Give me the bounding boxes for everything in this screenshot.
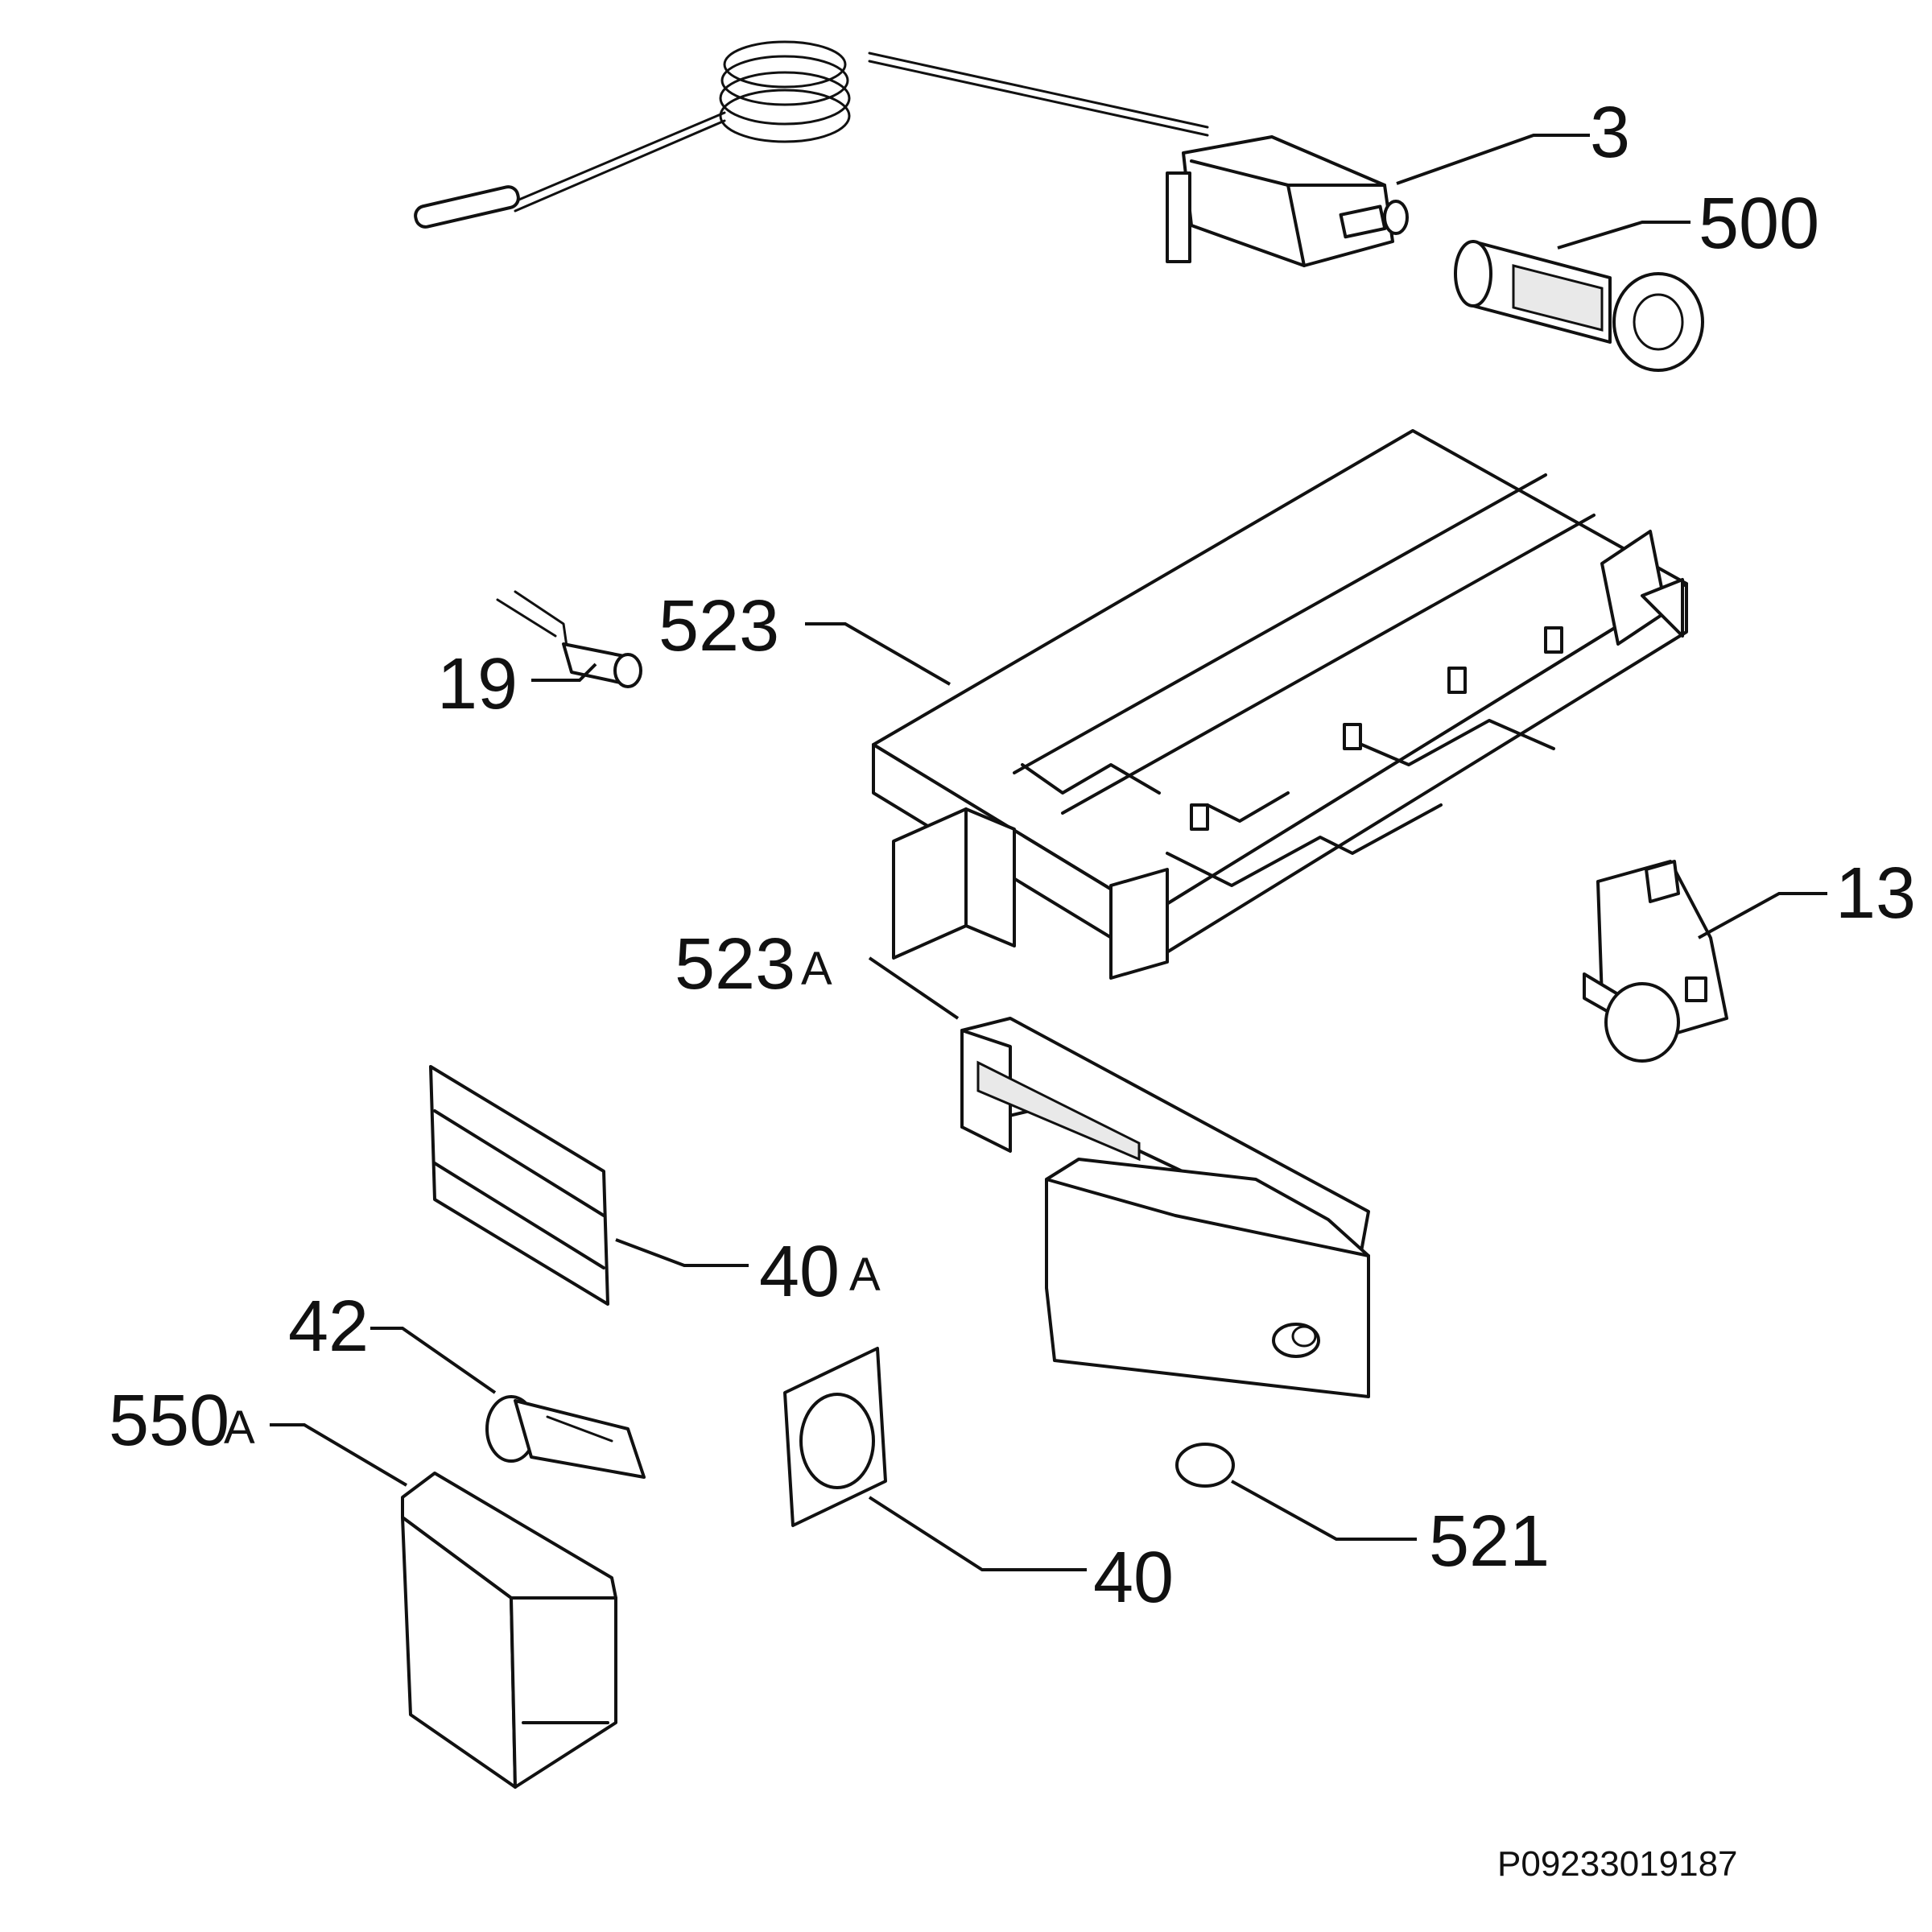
part-13-switch: 13: [1583, 853, 1916, 1063]
part-19-lamp: 19: [437, 590, 642, 724]
part-3-thermostat: 3: [414, 40, 1630, 267]
part-42-lamp-holder: 42: [288, 1286, 646, 1479]
callout-19: 19: [437, 644, 518, 724]
callout-550a-suffix: A: [224, 1402, 255, 1454]
callout-523a: 523: [675, 924, 795, 1005]
callout-521: 521: [1429, 1501, 1550, 1582]
part-550a-end-cap: 550 A: [109, 1381, 617, 1789]
part-40a-diffuser: 40 A: [429, 1065, 881, 1312]
callout-523a-suffix: A: [801, 943, 832, 995]
part-40-gasket: 40: [783, 1347, 1174, 1618]
callout-550a: 550: [109, 1381, 229, 1461]
callout-500: 500: [1699, 184, 1819, 264]
part-521-ring: 521: [1175, 1443, 1550, 1582]
callout-3: 3: [1590, 93, 1630, 173]
part-523a-bezel: 523 A: [675, 924, 1370, 1398]
callout-40a: 40: [759, 1232, 840, 1312]
callout-523: 523: [658, 586, 779, 667]
callout-40a-suffix: A: [849, 1249, 881, 1301]
drawing-code: P09233019187: [1497, 1844, 1738, 1884]
callout-42: 42: [288, 1286, 369, 1367]
part-523-housing: 523: [658, 429, 1688, 980]
part-500-knob: 500: [1454, 184, 1819, 372]
callout-13: 13: [1835, 853, 1916, 934]
callout-40: 40: [1093, 1538, 1174, 1618]
